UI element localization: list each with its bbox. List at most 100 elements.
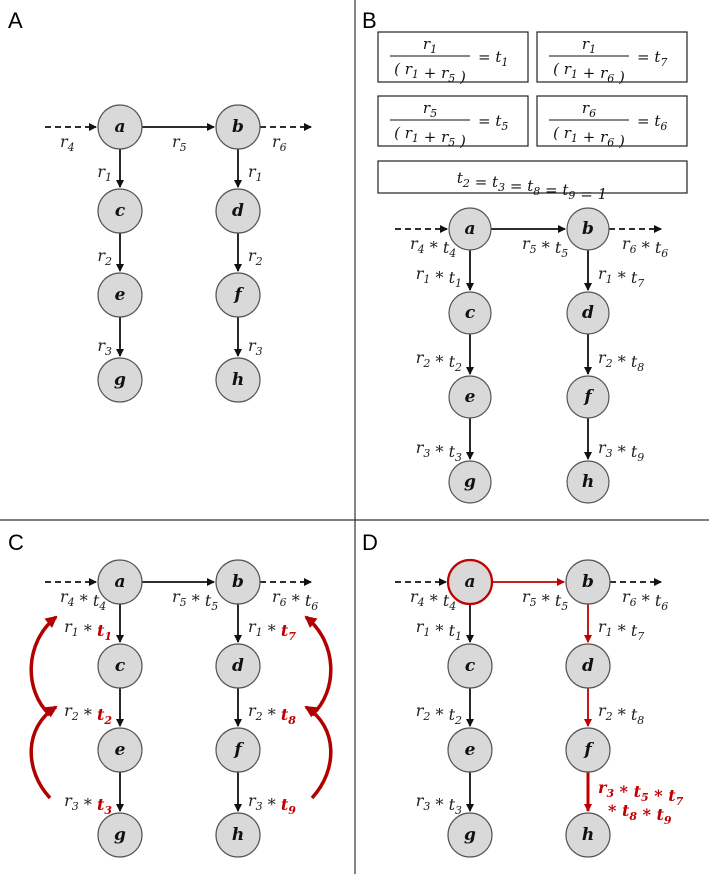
panel-c-node-label-b: b	[232, 572, 244, 592]
panel-d-edge-label-ce: r2 * t2	[416, 701, 462, 727]
panel-c-curve-left-2	[29, 705, 58, 800]
panel-b-node-d	[566, 291, 610, 335]
panel-b-node-h	[566, 460, 610, 504]
panel-a-node-f	[215, 272, 261, 318]
panel-d-node-d	[565, 643, 611, 689]
panel-c-node-label-f: f	[233, 740, 244, 760]
panel-d-node-h	[565, 812, 611, 858]
svg-text:= t6: = t6	[637, 112, 667, 133]
svg-text:( r1 + r5 ): ( r1 + r5 )	[394, 60, 466, 86]
panel-c-node-label-e: e	[115, 740, 126, 760]
panel-b-node-label-e: e	[465, 387, 476, 407]
panel-d-edge-label-df: r2 * t8	[598, 701, 644, 727]
panel-a-node-a	[97, 104, 143, 150]
panel-d-node-label-d: d	[582, 656, 594, 676]
panel-d-node-f	[565, 727, 611, 773]
panel-c-node-label-d: d	[232, 656, 244, 676]
panel-d-final-label-line1: r3 * t5 * t7	[598, 778, 684, 808]
panel-d-edge-label-ac: r1 * t1	[416, 617, 462, 643]
panel-b-node-g	[448, 460, 492, 504]
panel-b-edge-label-fh: r3 * t9	[598, 438, 644, 464]
panel-a-node-d	[215, 188, 261, 234]
panel-a-node-label-a: a	[114, 117, 125, 137]
panel-b-node-label-c: c	[465, 303, 476, 323]
panel-d-node-label-g: g	[464, 825, 476, 845]
panel-b-node-label-h: h	[582, 472, 594, 492]
panel-a-node-c	[97, 188, 143, 234]
panel-b-node-f	[566, 375, 610, 419]
svg-text:= t5: = t5	[478, 112, 508, 133]
panel-a-edge-label-ab: r5	[172, 132, 187, 154]
panel-c-node-label-g: g	[114, 825, 126, 845]
panel-b-edge-label-in: r4 * t4	[410, 234, 456, 260]
panel-c-curve-right-2	[304, 705, 333, 800]
panel-b-node-e	[448, 375, 492, 419]
formula-box-t1: r1 ( r1 + r5 ) = t1	[377, 31, 529, 86]
panel-c-node-c	[97, 643, 143, 689]
panel-a-node-label-f: f	[233, 285, 244, 305]
panel-c-node-a	[97, 559, 143, 605]
panel-c-node-e	[97, 727, 143, 773]
panel-c-edge-label-fh: r3 * t9	[248, 791, 296, 817]
panel-c-node-g	[97, 812, 143, 858]
panel-b-node-c	[448, 291, 492, 335]
panel-d-node-a	[446, 558, 494, 606]
panel-b-node-label-f: f	[583, 387, 594, 407]
svg-text:= t7: = t7	[637, 48, 667, 69]
panel-b-edge-label-df: r2 * t8	[598, 348, 644, 374]
panel-d-edge-label-in: r4 * t4	[410, 587, 456, 613]
formula-box-t7: r1 ( r1 + r6 ) = t7	[536, 31, 688, 86]
panel-c-edge-label-out: r6 * t6	[272, 587, 318, 613]
panel-a-edge-label-in: r4	[60, 132, 75, 154]
svg-text:r1: r1	[423, 35, 437, 56]
panel-label-c: C	[8, 530, 24, 555]
panel-c-node-b	[215, 559, 261, 605]
panel-c-node-h	[215, 812, 261, 858]
panel-d-final-label-line2: * t8 * t9	[608, 801, 672, 827]
panel-a-node-h	[215, 357, 261, 403]
panel-c-edge-label-ab: r5 * t5	[172, 587, 218, 613]
panel-c-node-label-a: a	[114, 572, 125, 592]
panel-b-node-label-g: g	[464, 472, 476, 492]
panel-a-edge-label-eg: r3	[97, 336, 112, 358]
svg-text:r5: r5	[423, 99, 437, 120]
panel-a-node-label-c: c	[115, 201, 126, 221]
formula-box-equality: t2 = t3 = t8 = t9 = 1	[377, 160, 688, 203]
panel-b-node-a	[448, 207, 492, 251]
panel-d-edge-label-eg: r3 * t3	[416, 791, 462, 817]
panel-a-edge-label-fh: r3	[248, 336, 263, 358]
panel-d-edge-label-out: r6 * t6	[622, 587, 668, 613]
panel-b-edge-label-bd: r1 * t7	[598, 264, 644, 290]
panel-a-edge-label-ac: r1	[97, 162, 112, 184]
svg-text:( r1 + r6 ): ( r1 + r6 )	[553, 124, 625, 150]
panel-c-node-f	[215, 727, 261, 773]
panel-c-edge-label-ce: r2 * t2	[64, 701, 112, 727]
panel-b-node-label-a: a	[464, 219, 475, 239]
panel-b-node-label-b: b	[582, 219, 594, 239]
panel-label-a: A	[8, 8, 23, 33]
svg-text:r6: r6	[582, 99, 596, 120]
svg-text:r1: r1	[582, 35, 596, 56]
panel-b-edge-label-eg: r3 * t3	[416, 438, 462, 464]
panel-c-curve-right-1	[304, 615, 333, 717]
panel-label-b: B	[362, 8, 377, 33]
panel-b-node-label-d: d	[582, 303, 594, 323]
panel-a-edge-label-ce: r2	[97, 246, 112, 268]
panel-c-edge-label-bd: r1 * t7	[248, 617, 296, 643]
panel-label-d: D	[362, 530, 378, 555]
panel-c-edge-label-in: r4 * t4	[60, 587, 106, 613]
panel-d-edge-label-ab: r5 * t5	[522, 587, 568, 613]
panel-a-node-e	[97, 272, 143, 318]
panel-b-edge-label-ab: r5 * t5	[522, 234, 568, 260]
panel-b-edge-label-ac: r1 * t1	[416, 264, 462, 290]
svg-text:t2 = t3 = t8 = t9 = 1: t2 = t3 = t8 = t9 = 1	[457, 169, 607, 203]
panel-a-edge-label-bd: r1	[248, 162, 263, 184]
panel-b-edge-label-out: r6 * t6	[622, 234, 668, 260]
panel-d-node-label-b: b	[582, 572, 594, 592]
panel-b-node-b	[566, 207, 610, 251]
panel-c-edge-label-eg: r3 * t3	[64, 791, 112, 817]
svg-text:= t1: = t1	[478, 48, 508, 69]
svg-text:( r1 + r6 ): ( r1 + r6 )	[553, 60, 625, 86]
